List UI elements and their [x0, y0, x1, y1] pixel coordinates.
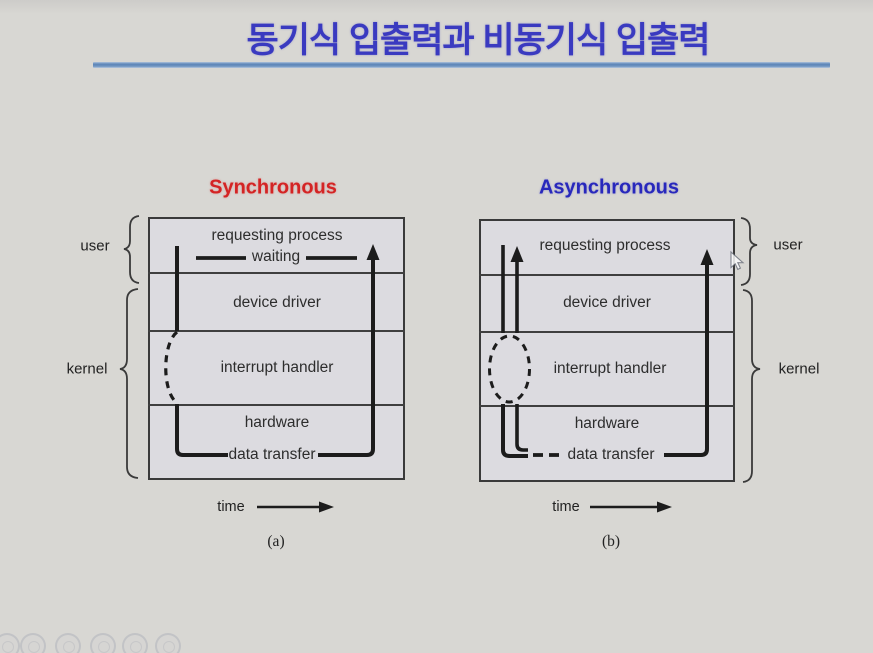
watermark-tool-icon[interactable] — [20, 633, 46, 653]
asynchronous-heading: Asynchronous — [538, 176, 680, 199]
watermark-tool-icon[interactable] — [90, 633, 116, 653]
user-brace-left — [123, 215, 140, 284]
row-label-hardware: hardware — [244, 414, 310, 431]
row-divider — [479, 405, 735, 407]
kernel-brace-right — [742, 289, 761, 483]
time-label: time — [217, 499, 245, 515]
row-label-device-driver: device driver — [233, 294, 321, 311]
row-label-requesting-process: requesting process — [211, 227, 343, 244]
time-arrow-b — [590, 501, 672, 513]
row-label-interrupt-handler: interrupt handler — [553, 360, 667, 377]
row-divider — [479, 274, 735, 276]
row-label-hardware: hardware — [574, 415, 640, 432]
synchronous-heading: Synchronous — [209, 176, 337, 199]
faded-annotation-toolbar — [0, 630, 220, 653]
row-label-device-driver: device driver — [563, 294, 651, 311]
caption-a: (a) — [267, 533, 285, 550]
watermark-tool-icon[interactable] — [155, 633, 181, 653]
user-brace-right — [740, 217, 758, 286]
row-label-requesting-process: requesting process — [539, 237, 671, 254]
data-transfer-label: data transfer — [228, 446, 316, 463]
caption-b: (b) — [601, 533, 621, 550]
data-transfer-label: data transfer — [567, 446, 655, 463]
row-divider — [148, 272, 405, 274]
user-label: user — [773, 236, 803, 254]
row-divider — [148, 404, 405, 406]
kernel-label: kernel — [66, 360, 108, 378]
watermark-tool-icon[interactable] — [122, 633, 148, 653]
kernel-label: kernel — [778, 360, 820, 378]
watermark-tool-icon[interactable] — [55, 633, 81, 653]
time-label: time — [552, 499, 580, 515]
time-arrow-a — [257, 501, 334, 513]
user-label: user — [80, 237, 110, 255]
waiting-label: waiting — [251, 248, 301, 265]
kernel-brace-left — [119, 288, 139, 479]
right-arrowhead-icon — [319, 501, 334, 513]
right-arrowhead-icon — [657, 501, 672, 513]
row-divider — [479, 331, 735, 333]
asynchronous-diagram-box — [479, 219, 735, 482]
title-underline — [93, 62, 830, 68]
slide-title: 동기식 입출력과 비동기식 입출력 — [246, 21, 711, 60]
row-label-interrupt-handler: interrupt handler — [220, 359, 334, 376]
row-divider — [148, 330, 405, 332]
watermark-tool-icon[interactable] — [0, 633, 20, 653]
